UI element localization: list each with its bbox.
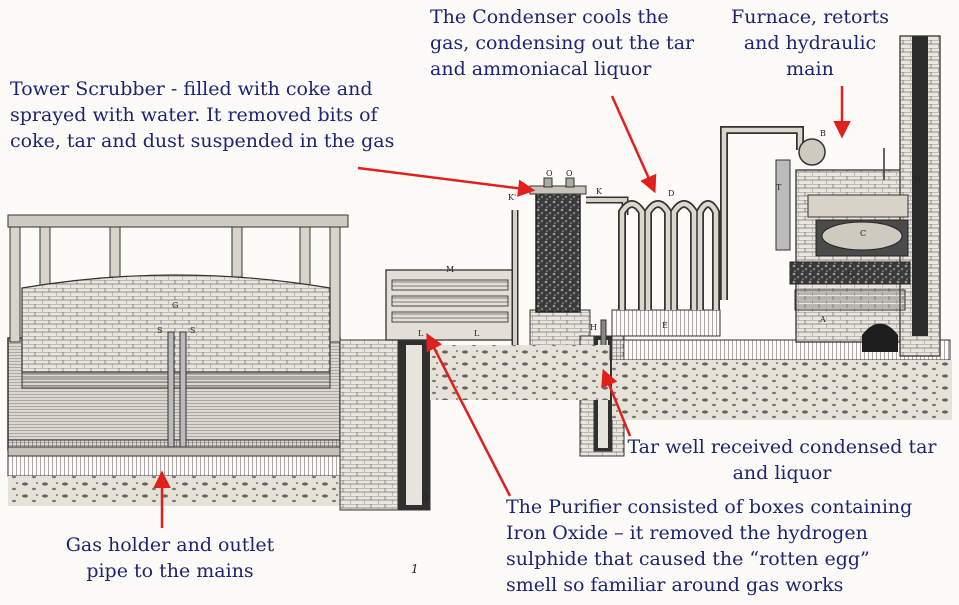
letter-h: H xyxy=(590,323,597,332)
label-tar-well: Tar well received condensed tar and liqu… xyxy=(627,436,937,484)
letter-e: E xyxy=(662,321,668,330)
pointer-arrows xyxy=(153,86,851,528)
arrow-condenser xyxy=(610,95,657,194)
label-gas-holder: Gas holder and outlet pipe to the mains xyxy=(65,534,275,582)
tower-scrubber: K' O O K xyxy=(508,169,629,351)
ground-right xyxy=(612,360,952,420)
letter-k2: K xyxy=(596,187,603,196)
arrow-purifier xyxy=(426,332,512,497)
label-purifier: The Purifier consisted of boxes containi… xyxy=(506,496,913,596)
purifier: M L L Q xyxy=(339,210,519,511)
condenser: D E xyxy=(611,126,804,337)
letter-q: Q xyxy=(422,493,429,502)
floor-slab xyxy=(609,339,951,361)
label-furnace: Furnace, retorts and hydraulic main xyxy=(731,6,889,80)
letter-c1: C xyxy=(860,229,866,238)
letter-m: M xyxy=(446,265,454,274)
letter-l2: L xyxy=(474,329,480,338)
letter-o1: O xyxy=(546,169,553,178)
ground-middle xyxy=(430,345,610,400)
arrow-tar-well xyxy=(601,368,632,437)
label-scrubber: Tower Scrubber - filled with coke and sp… xyxy=(10,78,395,152)
letter-c2: C xyxy=(848,269,854,278)
arrow-scrubber xyxy=(357,166,536,197)
letter-s2: S xyxy=(190,326,195,335)
letter-o2: O xyxy=(566,169,573,178)
letter-a: A xyxy=(819,315,826,324)
letter-d: D xyxy=(668,189,674,198)
letter-b: B xyxy=(820,129,826,138)
gas-holder: G S S xyxy=(7,214,421,506)
plate-number: 1 xyxy=(411,562,419,576)
letter-n: N xyxy=(914,175,921,184)
letter-g: G xyxy=(172,301,178,310)
letter-k1: K' xyxy=(508,193,516,202)
furnace-retorts: B T N C C A xyxy=(775,35,941,357)
label-condenser: The Condenser cools the gas, condensing … xyxy=(430,6,695,80)
letter-l1: L xyxy=(418,329,424,338)
letter-s1: S xyxy=(157,326,162,335)
letter-t: T xyxy=(776,183,782,192)
